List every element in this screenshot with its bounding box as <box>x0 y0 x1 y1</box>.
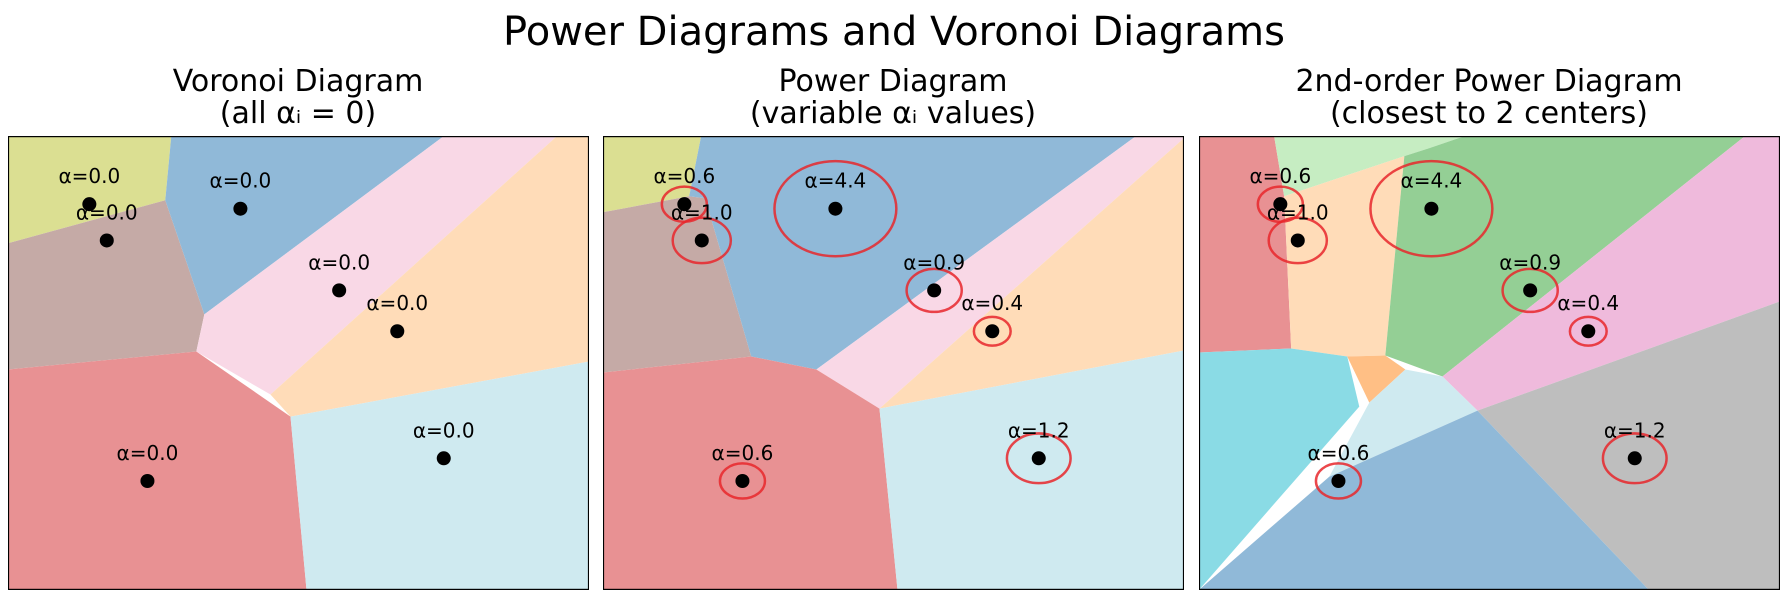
center-point <box>436 451 451 466</box>
alpha-label: α=1.0 <box>671 200 733 224</box>
region-olive <box>603 136 702 213</box>
region-pink <box>196 136 557 395</box>
region-layer <box>8 136 589 590</box>
alpha-label: α=0.0 <box>58 164 120 188</box>
point-layer: α=0.6 α=1.0 α=4.4 α=0.9 α=0.4 α=0.6 α=1.2 <box>1249 159 1668 500</box>
alpha-label: α=0.0 <box>210 169 272 193</box>
alpha-label: α=4.4 <box>1401 169 1463 193</box>
region-blue <box>165 136 444 315</box>
region-green-light <box>1274 136 1465 197</box>
center-point <box>677 197 692 212</box>
center-point <box>694 233 709 248</box>
center-point <box>332 283 347 298</box>
center-point <box>233 201 248 216</box>
region-olive <box>8 136 172 244</box>
alpha-label: α=1.2 <box>1604 418 1666 442</box>
alpha-label: α=0.0 <box>117 441 179 465</box>
center-point <box>828 201 843 216</box>
second-order-power-diagram-plot: α=0.6 α=1.0 α=4.4 α=0.9 α=0.4 α=0.6 α=1.2 <box>1199 136 1780 590</box>
panel-title-power: Power Diagram (variable αᵢ values) <box>603 66 1183 130</box>
region-peach <box>270 136 589 417</box>
panel-title-line2: (closest to 2 centers) <box>1329 96 1649 131</box>
region-peach <box>1284 156 1405 357</box>
center-point <box>140 473 155 488</box>
alpha-label: α=1.2 <box>1008 418 1070 442</box>
alpha-label: α=0.6 <box>653 164 715 188</box>
region-teal <box>1199 348 1360 590</box>
panel-title-line1: Voronoi Diagram <box>172 64 424 99</box>
region-red <box>603 356 898 590</box>
region-layer <box>1199 136 1780 590</box>
weight-circle <box>1314 462 1363 500</box>
figure-title: Power Diagrams and Voronoi Diagrams <box>503 9 1285 55</box>
region-blue <box>689 136 1136 370</box>
region-orange <box>1347 355 1406 403</box>
center-point <box>99 233 114 248</box>
weight-circle <box>972 315 1012 347</box>
alpha-label: α=0.4 <box>961 291 1023 315</box>
alpha-label: α=0.0 <box>366 291 428 315</box>
point-layer: α=0.6 α=1.0 α=4.4 α=0.9 α=0.4 α=0.6 α=1.2 <box>653 159 1072 500</box>
weight-circle <box>1005 432 1072 485</box>
center-point <box>927 283 942 298</box>
region-layer <box>603 136 1184 590</box>
center-point <box>1290 233 1305 248</box>
alpha-label: α=0.9 <box>1499 250 1561 274</box>
point-layer: α=0.0 α=0.0 α=0.0 α=0.0 α=0.0 α=0.0 α=0.0 <box>58 164 475 488</box>
weight-circle <box>1568 315 1608 347</box>
panel-title-voronoi: Voronoi Diagram (all αᵢ = 0) <box>8 66 588 130</box>
weight-circle <box>718 462 767 500</box>
alpha-label: α=4.4 <box>805 169 867 193</box>
plot-frame <box>1199 136 1780 590</box>
voronoi-diagram-plot: α=0.0 α=0.0 α=0.0 α=0.0 α=0.0 α=0.0 α=0.0 <box>8 136 589 590</box>
alpha-label: α=0.0 <box>76 200 138 224</box>
alpha-label: α=0.6 <box>712 441 774 465</box>
center-point <box>1331 473 1346 488</box>
alpha-label: α=0.0 <box>308 250 370 274</box>
center-point <box>1424 201 1439 216</box>
region-gray <box>1477 301 1780 590</box>
alpha-label: α=0.6 <box>1308 441 1370 465</box>
weight-circle <box>671 216 733 265</box>
center-point <box>735 473 750 488</box>
weight-circle <box>1267 216 1329 265</box>
region-cyan <box>1329 369 1478 477</box>
plot-frame <box>8 136 589 590</box>
weight-circle <box>1369 159 1494 258</box>
panel-title-second-order: 2nd-order Power Diagram (closest to 2 ce… <box>1199 66 1779 130</box>
weight-circle <box>905 267 963 314</box>
weight-circle <box>1601 432 1668 485</box>
region-cyan <box>290 361 589 590</box>
panel-title-line1: Power Diagram <box>778 64 1008 99</box>
panel-title-line1: 2nd-order Power Diagram <box>1295 64 1683 99</box>
plot-frame <box>603 136 1184 590</box>
region-taupe <box>8 200 205 370</box>
power-diagram-plot: α=0.6 α=1.0 α=4.4 α=0.9 α=0.4 α=0.6 α=1.2 <box>603 136 1184 590</box>
panel-title-line2: (variable αᵢ values) <box>749 96 1037 131</box>
region-green <box>1385 136 1745 377</box>
alpha-label: α=0.4 <box>1557 291 1619 315</box>
center-point <box>1627 451 1642 466</box>
center-point <box>82 197 97 212</box>
center-point <box>1273 197 1288 212</box>
center-point <box>390 324 405 339</box>
region-pink <box>816 136 1184 409</box>
region-red <box>8 351 307 590</box>
alpha-label: α=0.0 <box>413 418 475 442</box>
alpha-label: α=0.6 <box>1249 164 1311 188</box>
region-blue <box>1199 410 1649 590</box>
alpha-label: α=0.9 <box>903 250 965 274</box>
center-point <box>1523 283 1538 298</box>
center-point <box>1581 324 1596 339</box>
region-taupe <box>603 196 752 373</box>
region-orchid <box>1442 136 1780 411</box>
weight-circle <box>773 159 898 258</box>
alpha-label: α=1.0 <box>1267 200 1329 224</box>
region-cyan <box>879 350 1184 590</box>
panel-title-line2: (all αᵢ = 0) <box>219 96 377 131</box>
center-point <box>985 324 1000 339</box>
weight-circle <box>1501 267 1559 314</box>
center-point <box>1031 451 1046 466</box>
